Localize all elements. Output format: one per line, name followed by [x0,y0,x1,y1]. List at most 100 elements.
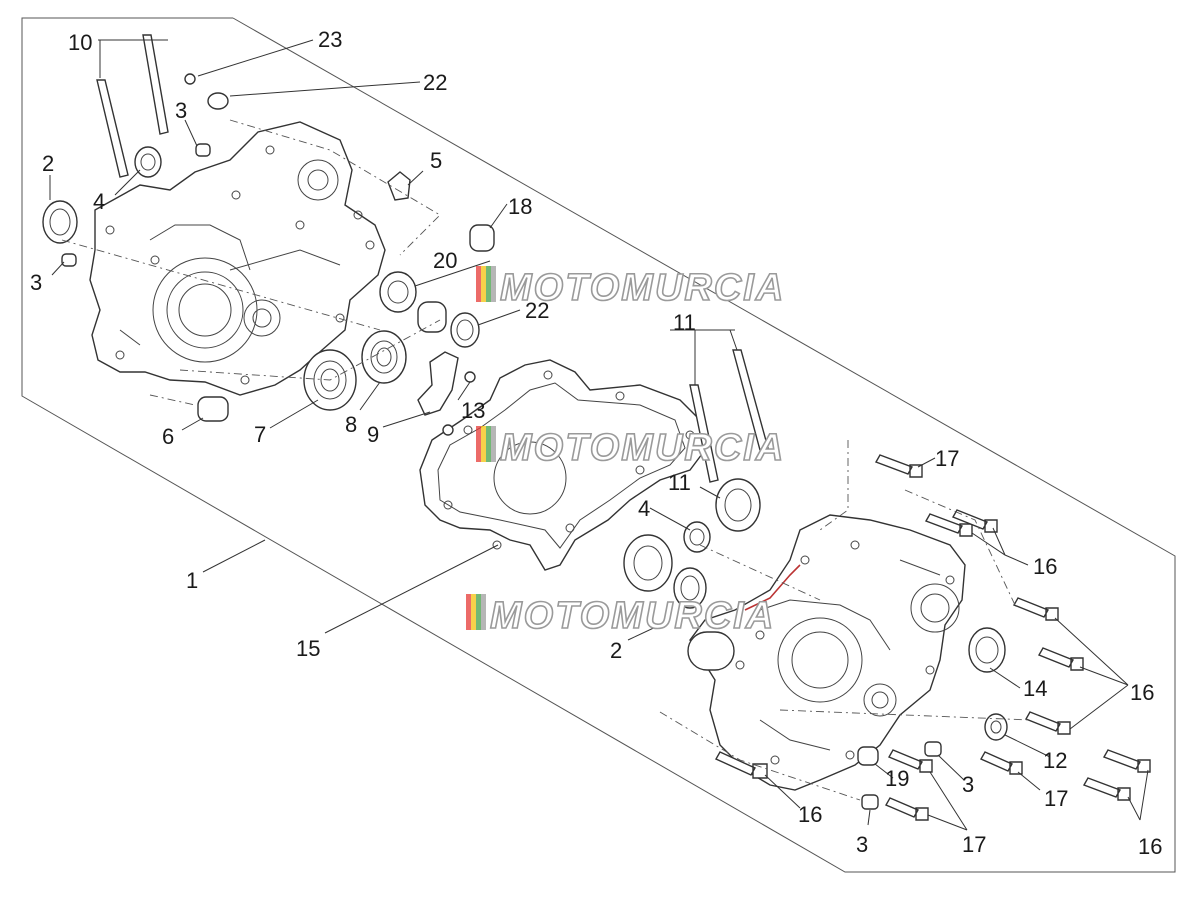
ball-bearing-20 [379,271,417,313]
watermark-text: MOTOMURCIA [500,267,785,309]
watermark-stripe [486,426,491,462]
callout-label: 22 [525,298,549,323]
callout-label: 15 [296,636,320,661]
ball-bearing-12 [715,478,761,532]
assembly-centerlines [61,119,1031,801]
callout-label: 17 [935,446,959,471]
callout-label: 4 [638,496,650,521]
callout-label: 13 [461,398,485,423]
small-parts [42,34,1008,810]
watermark-stripe [491,426,496,462]
watermark-text: MOTOMURCIA [500,427,785,469]
callout-label: 7 [254,422,266,447]
bolt [715,751,768,779]
watermark-stripe [481,594,486,630]
bolt [980,751,1023,775]
nut-24 [184,73,196,85]
seal-22 [450,312,480,348]
bolt [1102,749,1151,773]
ball-bearing-8 [361,330,407,384]
ball-bearing-right [623,534,673,592]
bushing-19 [857,746,879,766]
callout-label: 16 [1138,834,1162,859]
oil-seal-right [673,567,707,609]
bolt [1082,777,1131,801]
bolt [1037,647,1084,671]
callout-label: 3 [175,98,187,123]
watermark-stamp: MOTOMURCIA [466,594,775,638]
stud [96,79,129,178]
callout-label: 18 [508,194,532,219]
oil-fitting [387,171,411,201]
watermark-stamp: MOTOMURCIA [476,426,785,470]
dowel-pin [195,143,211,157]
needle-bearing [417,301,447,333]
callout-label: 11 [673,310,696,335]
callout-label: 12 [1043,748,1067,773]
watermark-stripe [476,426,481,462]
callout-label: 22 [423,70,447,95]
seal-13 [984,713,1008,741]
bolt [874,454,923,478]
callout-label: 1 [186,568,198,593]
callout-label: 5 [430,148,442,173]
oil-seal-left [42,200,78,244]
bolt [887,749,933,773]
watermark-stripe [486,266,491,302]
washer-23 [207,92,229,110]
watermark-stripe [466,594,471,630]
callout-label: 3 [962,772,974,797]
dowel-pin [861,794,879,810]
callout-label: 4 [93,189,105,214]
watermark-stamp: MOTOMURCIA [476,266,785,310]
assembly-frame [21,17,1176,873]
callout-numbers: 10 23 22 3 2 5 4 18 20 3 22 11 13 6 7 8 … [30,27,1162,859]
callout-label: 3 [30,270,42,295]
callout-label: 16 [798,802,822,827]
screw [464,371,476,383]
callout-label: 17 [962,832,986,857]
watermark-stripe [481,426,486,462]
dowel-pin [61,253,77,267]
bolt [885,797,929,821]
stud [732,349,769,451]
watermark-stripe [471,594,476,630]
right-crankcase-half [687,514,966,791]
callout-label: 16 [1130,680,1154,705]
stud [142,34,169,135]
bolt [1024,711,1071,735]
leader-lines [49,39,1149,831]
retainer-plate [417,351,459,416]
needle-bearing-left [134,146,162,178]
callout-label: 9 [367,422,379,447]
needle-bearing-right [683,521,711,553]
callout-label: 20 [433,248,457,273]
callout-label: 17 [1044,786,1068,811]
bushing [197,396,229,422]
dowel-pin [924,741,942,757]
callout-label: 19 [885,766,909,791]
bolt [924,513,973,537]
watermark-text: MOTOMURCIA [490,595,775,637]
watermark-stripe [476,594,481,630]
oil-seal-14 [968,627,1006,673]
watermark-stripe [481,266,486,302]
left-crankcase-half [89,121,386,396]
watermark-stripe [491,266,496,302]
callout-label: 3 [856,832,868,857]
watermark: MOTOMURCIA MOTOMURCIA MOTOMURCIA [466,266,785,638]
callout-label: 6 [162,424,174,449]
screw [442,424,454,436]
callout-label: 10 [68,30,92,55]
callout-label: 14 [1023,676,1047,701]
callout-label: 16 [1033,554,1057,579]
callout-label: 8 [345,412,357,437]
callout-label: 2 [610,638,622,663]
callout-label: 2 [42,151,54,176]
callout-label: 23 [318,27,342,52]
bolt [1012,597,1059,621]
watermark-stripe [476,266,481,302]
callout-label: 11 [668,470,691,495]
